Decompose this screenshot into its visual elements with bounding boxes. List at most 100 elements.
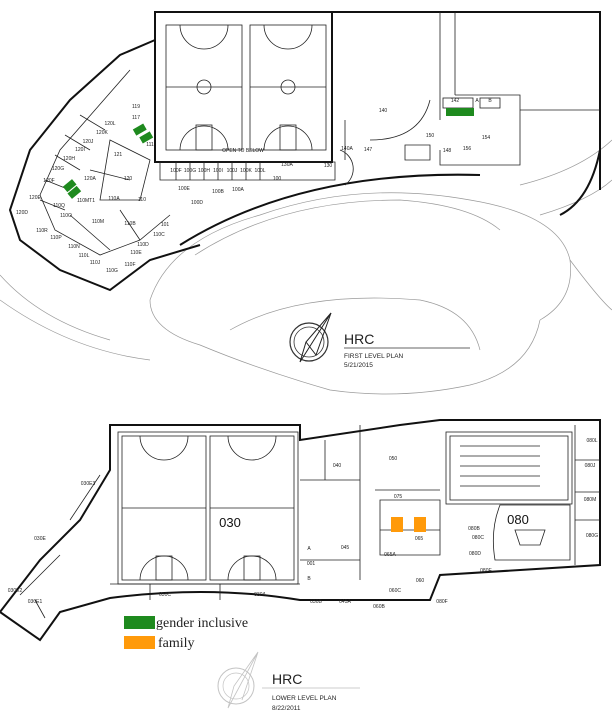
room-label: 120E [29, 195, 41, 201]
room-label: 140A [341, 146, 353, 152]
plan-linework [195, 124, 213, 151]
first-level-building-title: HRC [344, 331, 374, 347]
road-outline [149, 192, 571, 321]
plan-linework [139, 435, 277, 581]
plan-linework [39, 114, 151, 251]
plan-linework [39, 69, 171, 256]
room-label: B [488, 98, 492, 104]
plan-linework [305, 312, 332, 357]
room-label: 110O [60, 213, 72, 219]
room-label: 120G [52, 166, 64, 172]
room-label: 130 [324, 163, 333, 169]
room-label: 111 [146, 142, 154, 148]
room-label: 100H [198, 168, 210, 174]
gender-inclusive-restroom-117 [132, 123, 147, 136]
room-label: 101 [161, 222, 170, 228]
plan-linework [449, 435, 569, 501]
room-label: 120H [63, 156, 75, 162]
room-label: 100 [273, 176, 282, 182]
lower-building-outline [0, 419, 601, 642]
room-label: 040 [333, 463, 342, 469]
west-wing-outline [8, 39, 201, 292]
legend: gender inclusive family [124, 616, 248, 651]
plan-linework [344, 99, 431, 161]
plan-linework [293, 326, 325, 358]
room-label: 110 [138, 197, 146, 203]
family-restroom-1 [391, 517, 403, 532]
legend-label-gender-inclusive: gender inclusive [156, 616, 248, 631]
plan-linework [243, 555, 261, 581]
room-label: 110J [90, 260, 101, 266]
room-label: 148 [443, 148, 452, 154]
room-label: 110M [92, 219, 104, 225]
room-label: 110F [124, 262, 135, 268]
family-restroom-2 [414, 517, 426, 532]
plan-linework [300, 425, 441, 580]
room-label: 065A [384, 552, 396, 558]
plan-linework [110, 583, 300, 600]
room-label: 110N [68, 244, 80, 250]
room-label: 140 [379, 108, 388, 114]
room-label: 110C [153, 232, 165, 238]
gender-inclusive-restroom-111 [139, 131, 154, 144]
north-arrow-compass-faint-icon [217, 651, 259, 709]
plan-linework [445, 431, 573, 505]
room-label: 110D [137, 242, 149, 248]
room-label: 075 [394, 494, 403, 500]
room-label: 100L [254, 168, 265, 174]
room-label: 045A [339, 599, 351, 605]
room-label: B [307, 576, 311, 582]
room-label: 030E3 [81, 481, 96, 487]
plan-linework [492, 504, 571, 561]
room-label: 030E [34, 536, 46, 542]
room-label: 100D [191, 200, 203, 206]
room-label: 080B [468, 526, 480, 532]
room-label: 110Q [53, 203, 65, 209]
legend-swatch-family [124, 636, 155, 649]
room-label: 120F [43, 178, 54, 184]
plan-linework [439, 12, 600, 166]
room-label: 080L [586, 438, 597, 444]
room-label: 080J [585, 463, 596, 469]
room-label: 120 [124, 176, 133, 182]
plan-linework [217, 667, 255, 705]
room-label: 060C [389, 588, 401, 594]
room-label: 119 [132, 104, 140, 110]
room-label: 100K [240, 168, 252, 174]
room-label: 060 [416, 578, 425, 584]
room-label: 030A [254, 592, 266, 598]
room-label: 142 [451, 98, 460, 104]
first-level-plan-name: FIRST LEVEL PLAN [344, 353, 404, 360]
room-label: 100E [178, 186, 190, 192]
lower-level-plan: 030 080 040 050 045 065 060 075 030E 030… [0, 419, 601, 642]
room-label: 110L [79, 253, 90, 259]
legend-label-family: family [158, 636, 195, 651]
plan-linework [179, 24, 313, 151]
room-label: 120I [75, 147, 85, 153]
room-label: 030 [219, 515, 241, 530]
room-label: 147 [364, 147, 373, 153]
plan-linework [229, 297, 481, 351]
first-level-plan: OPEN TO BELOW 100F 100G 100H 100I 100J 1… [0, 11, 612, 395]
plan-linework [339, 149, 354, 186]
room-label: 050 [389, 456, 398, 462]
gym-note: OPEN TO BELOW [222, 148, 264, 154]
room-label: 030C [159, 592, 171, 598]
lower-level-room-labels: 030 080 040 050 045 065 060 075 030E 030… [8, 438, 598, 610]
room-label: A [475, 98, 479, 104]
room-label: 060B [373, 604, 385, 610]
plan-linework [249, 24, 327, 151]
room-label: 150 [426, 133, 435, 139]
room-label: 120D [16, 210, 28, 216]
room-label: 117 [132, 115, 140, 121]
gender-inclusive-restroom-142a [446, 108, 460, 116]
room-label: 110MT1 [77, 198, 95, 204]
lower-level-plan-date: 8/22/2011 [272, 705, 301, 712]
room-label: 100B [212, 189, 224, 195]
room-label: 110E [130, 250, 142, 256]
room-label: 045 [341, 545, 350, 551]
room-label: A [307, 546, 311, 552]
building-east-outline [332, 11, 601, 216]
room-label: 154 [482, 135, 491, 141]
